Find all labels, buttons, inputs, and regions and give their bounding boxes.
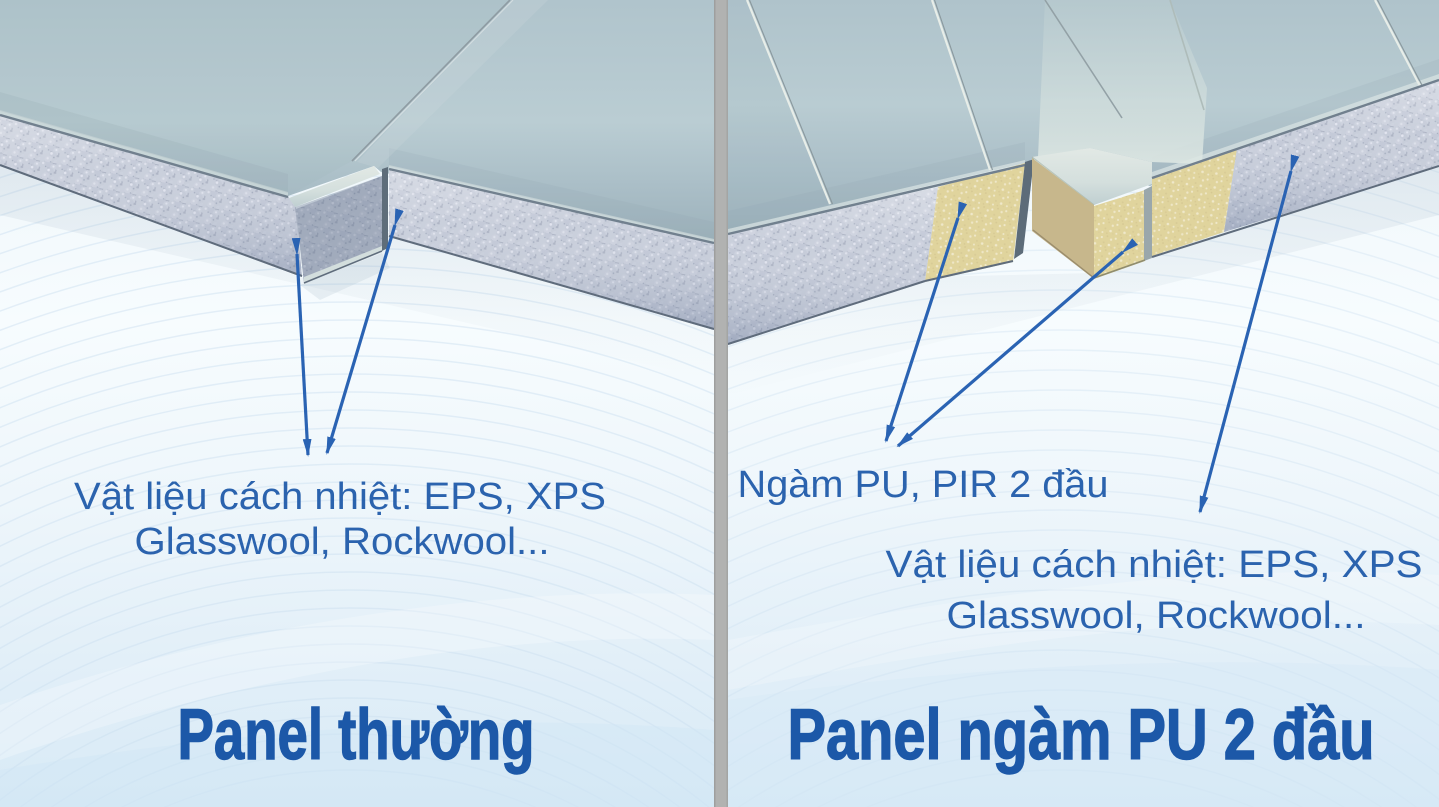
svg-text:Panel thường: Panel thường: [178, 696, 535, 775]
svg-text:Vật liệu cách nhiệt: EPS, XPS: Vật liệu cách nhiệt: EPS, XPS: [74, 476, 606, 518]
svg-text:Glasswool, Rockwool...: Glasswool, Rockwool...: [135, 521, 550, 563]
svg-text:Panel ngàm PU 2 đầu: Panel ngàm PU 2 đầu: [788, 696, 1375, 775]
svg-text:Ngàm PU, PIR 2 đầu: Ngàm PU, PIR 2 đầu: [738, 464, 1109, 506]
svg-text:Glasswool, Rockwool...: Glasswool, Rockwool...: [947, 595, 1366, 637]
svg-text:Vật liệu cách nhiệt: EPS, XPS: Vật liệu cách nhiệt: EPS, XPS: [886, 544, 1423, 586]
